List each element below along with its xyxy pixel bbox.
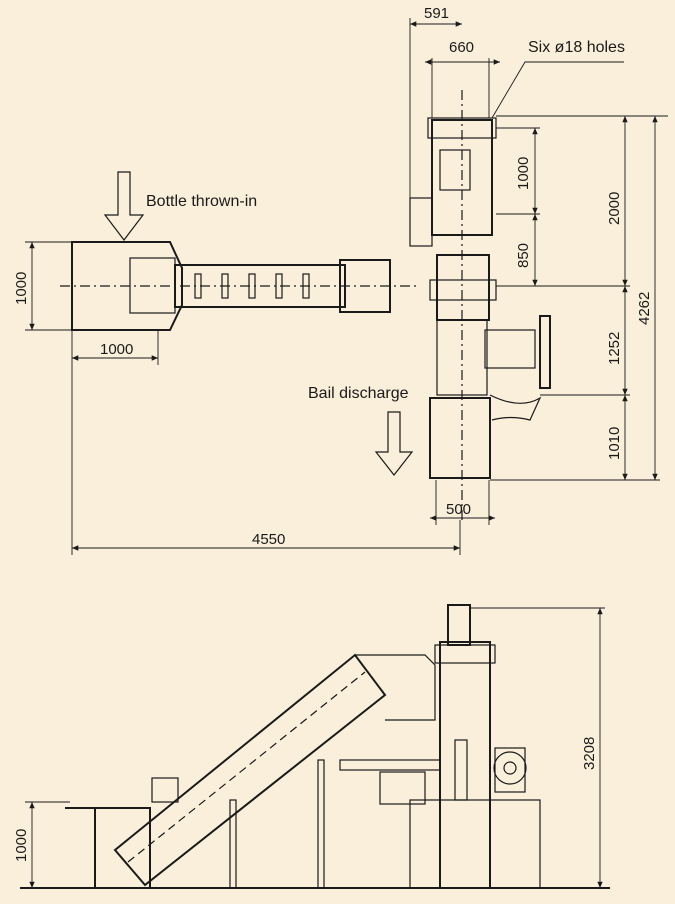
holes-label: Six ø18 holes [528, 39, 625, 56]
dim-side-1000: 1000 [13, 829, 30, 862]
dim-591: 591 [424, 5, 449, 22]
hopper-side [65, 807, 151, 888]
bail-discharge-label: Bail discharge [308, 385, 409, 402]
bail-chamber [429, 397, 491, 479]
dim-hopper-height: 1000 [13, 272, 30, 305]
dim-500: 500 [446, 501, 471, 518]
dim-4262: 4262 [636, 292, 653, 325]
dim-1252: 1252 [606, 332, 623, 365]
bottle-in-label: Bottle thrown-in [146, 193, 257, 210]
dim-3208: 3208 [581, 737, 598, 770]
dim-660: 660 [449, 39, 474, 56]
dim-hopper-width: 1000 [100, 341, 133, 358]
plan-view: Bottle thrown-in Bail discharge Six ø18 … [13, 5, 668, 555]
dim-1000-upper: 1000 [515, 157, 532, 190]
dim-850: 850 [515, 243, 532, 268]
bail-discharge-arrow [374, 411, 414, 476]
bottle-in-arrow [103, 171, 145, 241]
conveyor [174, 264, 346, 308]
dim-1010: 1010 [606, 427, 623, 460]
inclined-conveyor [113, 653, 387, 887]
dim-2000: 2000 [606, 192, 623, 225]
press-column-side [439, 641, 491, 889]
dim-4550: 4550 [252, 531, 285, 548]
side-view: 3208 1000 [13, 604, 610, 889]
